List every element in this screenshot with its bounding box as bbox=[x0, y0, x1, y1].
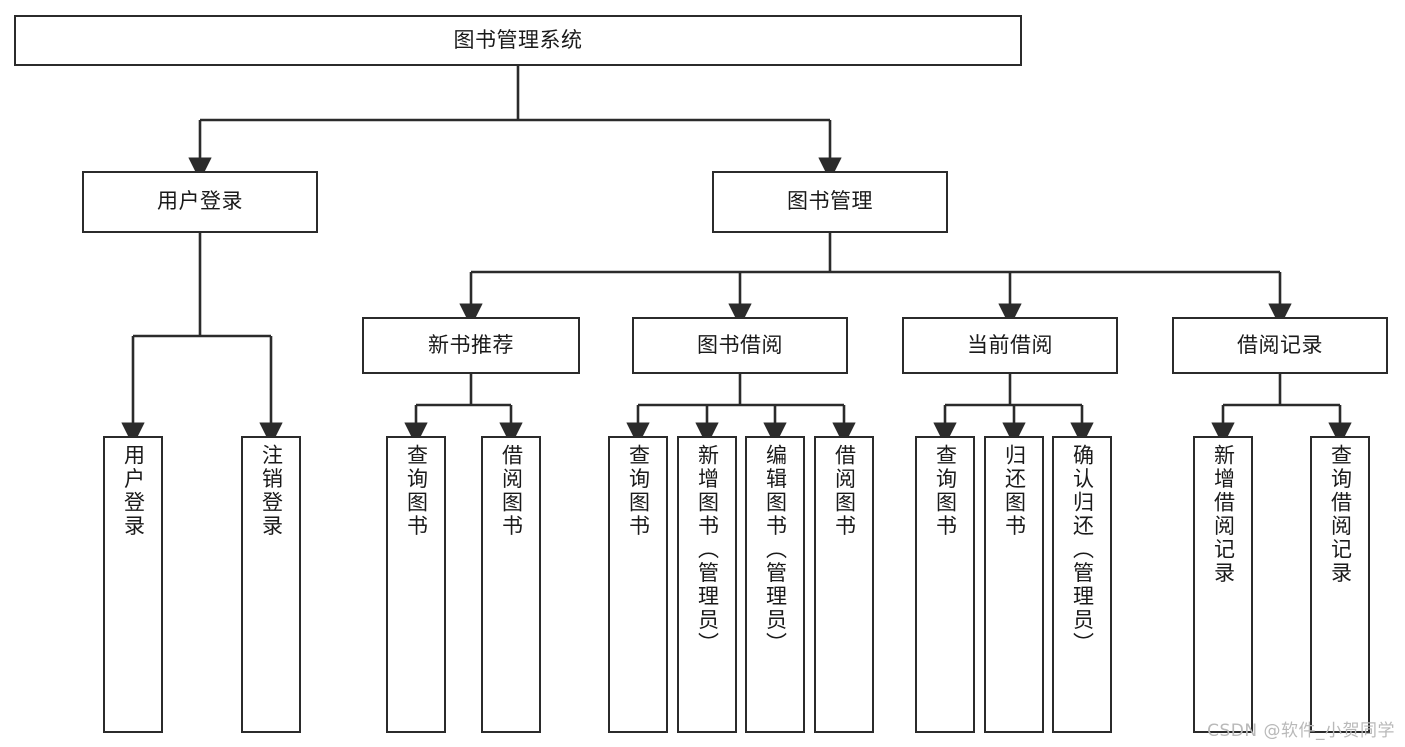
node-label: 借阅记录 bbox=[1237, 332, 1323, 357]
node-label: 确认归还（管理员） bbox=[1070, 444, 1095, 656]
node-book-manage[interactable]: 图书管理 bbox=[712, 171, 948, 233]
watermark-label: CSDN @软件_小贺同学 bbox=[1207, 721, 1395, 741]
node-label: 查询借阅记录 bbox=[1328, 444, 1353, 585]
node-label: 查询图书 bbox=[404, 444, 429, 538]
node-label: 新增借阅记录 bbox=[1211, 444, 1236, 585]
node-leaf-query-book-3[interactable]: 查询图书 bbox=[915, 436, 975, 733]
node-label: 用户登录 bbox=[157, 189, 243, 214]
node-leaf-confirm-return-admin[interactable]: 确认归还（管理员） bbox=[1052, 436, 1112, 733]
node-leaf-query-book-1[interactable]: 查询图书 bbox=[386, 436, 446, 733]
node-label: 借阅图书 bbox=[832, 444, 857, 538]
node-label: 用户登录 bbox=[121, 444, 146, 538]
node-label: 查询图书 bbox=[626, 444, 651, 538]
node-leaf-query-borrow-record[interactable]: 查询借阅记录 bbox=[1310, 436, 1370, 733]
node-label: 借阅图书 bbox=[499, 444, 524, 538]
node-user-login[interactable]: 用户登录 bbox=[82, 171, 318, 233]
node-label: 编辑图书（管理员） bbox=[763, 444, 788, 656]
node-leaf-add-book-admin[interactable]: 新增图书（管理员） bbox=[677, 436, 737, 733]
node-leaf-user-login[interactable]: 用户登录 bbox=[103, 436, 163, 733]
node-borrow-record[interactable]: 借阅记录 bbox=[1172, 317, 1388, 374]
node-label: 归还图书 bbox=[1002, 444, 1027, 538]
node-leaf-add-borrow-record[interactable]: 新增借阅记录 bbox=[1193, 436, 1253, 733]
node-label: 新书推荐 bbox=[428, 332, 514, 357]
node-label: 当前借阅 bbox=[967, 332, 1053, 357]
node-root[interactable]: 图书管理系统 bbox=[14, 15, 1022, 66]
node-leaf-logout[interactable]: 注销登录 bbox=[241, 436, 301, 733]
node-book-borrow[interactable]: 图书借阅 bbox=[632, 317, 848, 374]
node-label: 图书借阅 bbox=[697, 332, 783, 357]
node-label: 新增图书（管理员） bbox=[695, 444, 720, 656]
node-label: 注销登录 bbox=[259, 444, 284, 538]
node-new-book-recommend[interactable]: 新书推荐 bbox=[362, 317, 580, 374]
node-leaf-return-book[interactable]: 归还图书 bbox=[984, 436, 1044, 733]
node-label: 查询图书 bbox=[933, 444, 958, 538]
node-label: 图书管理 bbox=[787, 189, 873, 214]
node-leaf-borrow-book-2[interactable]: 借阅图书 bbox=[814, 436, 874, 733]
node-leaf-query-book-2[interactable]: 查询图书 bbox=[608, 436, 668, 733]
node-leaf-edit-book-admin[interactable]: 编辑图书（管理员） bbox=[745, 436, 805, 733]
node-leaf-borrow-book-1[interactable]: 借阅图书 bbox=[481, 436, 541, 733]
node-label: 图书管理系统 bbox=[453, 27, 583, 52]
node-current-borrow[interactable]: 当前借阅 bbox=[902, 317, 1118, 374]
